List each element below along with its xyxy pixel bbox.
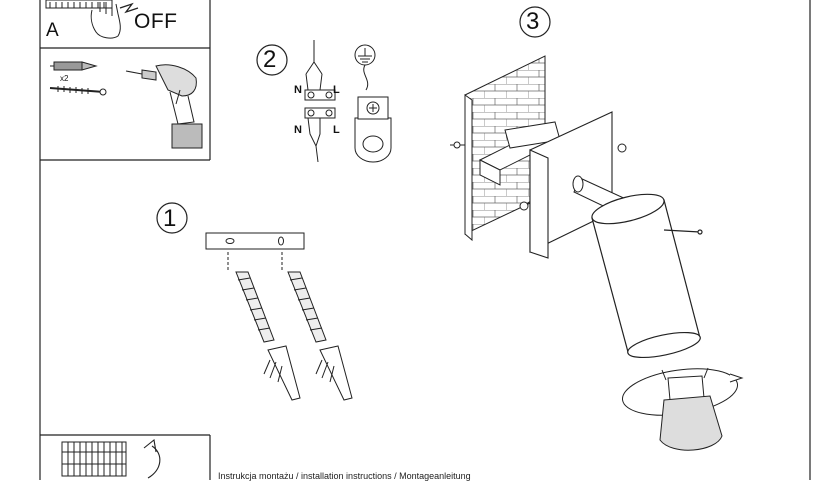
mount-plate: [205, 232, 305, 270]
page-frame: [39, 0, 811, 480]
screw-anchor-icon: [235, 271, 353, 401]
quantity-label: x2: [60, 74, 69, 83]
mount-bracket: [450, 121, 627, 211]
terminal-block-icon: [304, 40, 336, 163]
neutral-label-bottom: N: [294, 124, 302, 136]
step-number-2: 2: [263, 46, 277, 73]
screw-anchor-icon: [49, 61, 107, 96]
bulb-icon: [621, 367, 744, 451]
off-label: OFF: [134, 10, 178, 33]
footer-caption: Instrukcja montażu / installation instru…: [218, 471, 471, 481]
drill-icon: [125, 64, 203, 149]
live-label-bottom: L: [333, 124, 340, 136]
neutral-label-top: N: [294, 84, 302, 96]
step-number-3: 3: [526, 8, 540, 35]
panel-label-a: A: [46, 20, 59, 41]
ground-icon: [354, 44, 392, 163]
lamp-shade: [591, 193, 703, 359]
step-number-1: 1: [163, 205, 177, 232]
wall-section: [464, 55, 546, 242]
rotate-arrow-icon: [143, 438, 161, 479]
terminal-block-icon: [61, 441, 127, 477]
hand-switch-icon: [45, 0, 139, 39]
live-label-top: L: [333, 84, 340, 96]
